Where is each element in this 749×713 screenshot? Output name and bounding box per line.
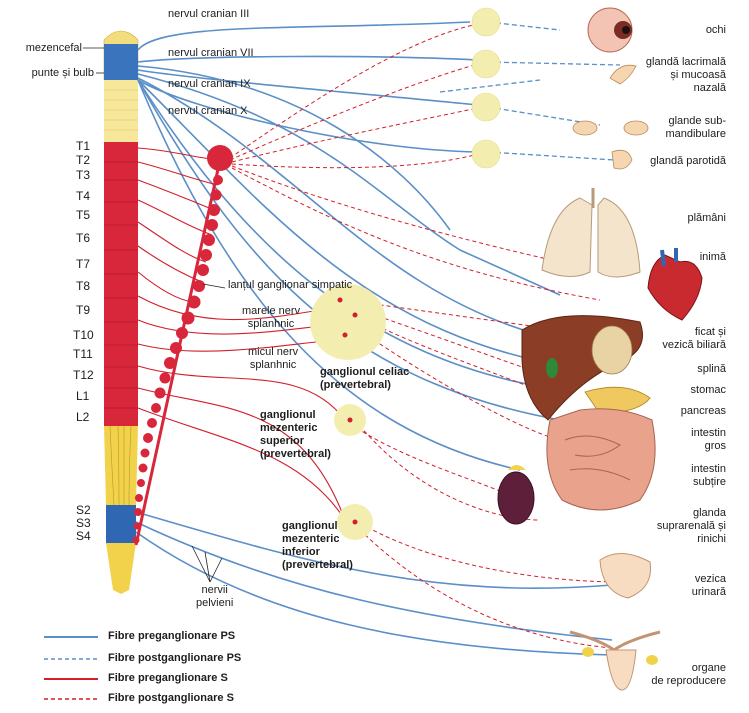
segment-label: T12 bbox=[73, 368, 94, 382]
lacrimal-gland-illustration bbox=[609, 64, 637, 85]
prevertebral-ganglia bbox=[310, 284, 386, 540]
organ-label-heart: inimă bbox=[699, 251, 726, 263]
segment-label: T8 bbox=[76, 279, 91, 293]
segment-label: T1 bbox=[76, 139, 91, 153]
pelvic-nerves-label: nervii pelvieni bbox=[196, 584, 234, 609]
organ-label-small-intestine: intestin subțire bbox=[691, 463, 726, 488]
legend-swatch bbox=[44, 636, 98, 638]
legend-swatch bbox=[44, 678, 98, 680]
segment-label: L2 bbox=[76, 410, 90, 424]
segment-label: S4 bbox=[76, 529, 91, 543]
segment-label: T2 bbox=[76, 153, 91, 167]
organ-label-stomach: stomac bbox=[690, 384, 726, 396]
spinal-cord bbox=[103, 30, 139, 594]
organ-label-colon: intestin gros bbox=[691, 427, 726, 452]
segment-label: T3 bbox=[76, 168, 91, 182]
legend-item: Fibre postganglionare PS bbox=[44, 652, 304, 668]
segment-label: T5 bbox=[76, 208, 91, 222]
cranial-nerve-iii-label: nervul cranian III bbox=[168, 8, 250, 20]
organ-label-reproductive: organe de reproducere bbox=[651, 662, 726, 687]
lungs-illustration bbox=[541, 188, 641, 278]
greater-splanchnic-label: marele nerv splanhnic bbox=[242, 305, 301, 330]
celiac-ganglion-label: ganglionul celiac (prevertebral) bbox=[320, 366, 410, 391]
cranial-nerve-x-label: nervul cranian X bbox=[168, 105, 248, 117]
cranial-nerve-ix-label: nervul cranian IX bbox=[168, 78, 251, 90]
parasympathetic-ganglia bbox=[471, 7, 501, 169]
superior-mesenteric-ganglion-label: ganglionul mezenteric superior (preverte… bbox=[260, 409, 331, 460]
segment-label: L1 bbox=[76, 389, 90, 403]
legend-swatch bbox=[44, 658, 98, 660]
segment-label: T6 bbox=[76, 231, 91, 245]
eye-illustration bbox=[587, 7, 633, 53]
legend-label: Fibre preganglionare PS bbox=[108, 630, 236, 642]
organ-label-lacrimal: glandă lacrimală și mucoasă nazală bbox=[645, 56, 726, 94]
bladder-illustration bbox=[599, 553, 652, 599]
legend-item: Fibre preganglionare PS bbox=[44, 630, 304, 646]
segment-label: T9 bbox=[76, 303, 91, 317]
legend-label: Fibre postganglionare S bbox=[108, 692, 234, 704]
parotid-gland-illustration bbox=[611, 149, 633, 170]
organ-label-eye: ochi bbox=[705, 24, 726, 36]
pons-medulla-label: punte și bulb bbox=[31, 67, 94, 79]
organ-label-spleen: splină bbox=[697, 363, 726, 375]
ps-preganglionic-fibers bbox=[135, 21, 613, 656]
abdominal-organs-illustration bbox=[521, 315, 656, 511]
organ-label-parotid: glandă parotidă bbox=[650, 155, 726, 167]
segment-label: T7 bbox=[76, 257, 91, 271]
sympathetic-chain bbox=[132, 145, 233, 546]
inferior-mesenteric-ganglion-label: ganglionul mezenteric inferior (preverte… bbox=[282, 520, 353, 571]
organ-label-pancreas: pancreas bbox=[680, 405, 726, 417]
legend-item: Fibre postganglionare S bbox=[44, 692, 304, 708]
organ-label-lungs: plămâni bbox=[687, 212, 726, 224]
s-preganglionic-fibers bbox=[137, 147, 346, 521]
organ-label-bladder: vezica urinară bbox=[691, 573, 726, 598]
cranial-nerve-vii-label: nervul cranian VII bbox=[168, 47, 254, 59]
legend-swatch bbox=[44, 698, 98, 700]
heart-illustration bbox=[647, 248, 703, 321]
legend-label: Fibre postganglionare PS bbox=[108, 652, 242, 664]
sympathetic-chain-label: lanțul ganglionar simpatic bbox=[228, 279, 353, 291]
submandibular-glands-illustration bbox=[572, 120, 649, 136]
legend-item: Fibre preganglionare S bbox=[44, 672, 304, 688]
segment-label: S3 bbox=[76, 516, 91, 530]
segment-label: T11 bbox=[73, 347, 93, 361]
segment-label: S2 bbox=[76, 503, 91, 517]
legend-label: Fibre preganglionare S bbox=[108, 672, 228, 684]
reproductive-organs-illustration bbox=[569, 630, 661, 691]
mesencephalon-label: mezencefal bbox=[25, 42, 82, 54]
kidney-illustration bbox=[497, 465, 535, 525]
lesser-splanchnic-label: micul nerv splanhnic bbox=[248, 346, 299, 371]
leader-lines bbox=[83, 47, 226, 583]
organ-label-adrenal: glanda suprarenală și rinichi bbox=[656, 507, 726, 545]
segment-label: T10 bbox=[73, 328, 94, 342]
organ-label-submandibular: glande sub- mandibulare bbox=[665, 115, 726, 140]
organ-label-liver: ficat și vezică biliară bbox=[662, 326, 726, 351]
segment-label: T4 bbox=[76, 189, 91, 203]
